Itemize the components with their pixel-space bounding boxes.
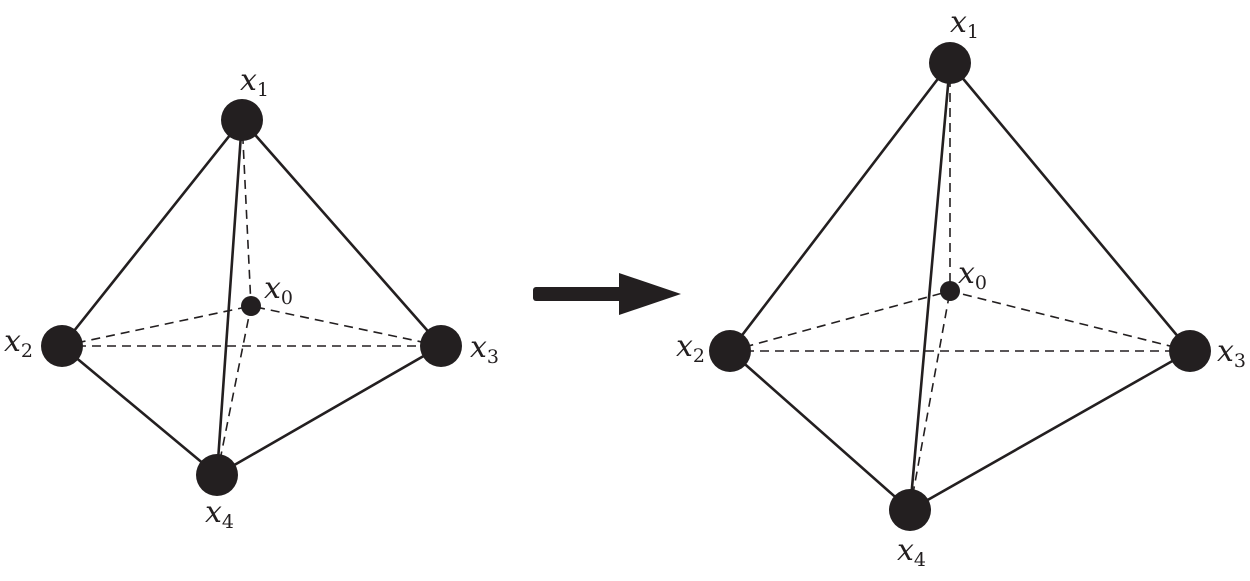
vertex-x4	[196, 454, 238, 496]
label-x1: x1	[950, 5, 979, 43]
label-x2: x2	[4, 324, 33, 362]
edge-x1-x2	[60, 118, 244, 348]
vertex-x0	[940, 281, 960, 301]
edge-x1-x4	[908, 61, 952, 512]
vertex-x1	[221, 99, 263, 141]
edge-x4-x0-dashed	[909, 290, 951, 511]
edge-x1-x3	[948, 61, 1192, 353]
label-x0: x0	[264, 271, 293, 309]
arrow-shaft	[533, 287, 625, 301]
edge-x2-x4	[60, 344, 219, 477]
edge-x1-x4	[215, 118, 244, 477]
label-x4: x4	[897, 533, 926, 571]
vertex-x0	[241, 296, 261, 316]
vertex-x2	[709, 330, 751, 372]
vertex-x2	[41, 325, 83, 367]
edge-x2-x0-dashed	[729, 290, 951, 352]
edge-x1-x2	[728, 61, 952, 353]
label-x3: x3	[470, 330, 499, 368]
label-x2: x2	[676, 329, 705, 367]
edge-x4-x0-dashed	[216, 305, 252, 476]
edge-x1-x3	[240, 118, 443, 348]
vertex-x3	[1169, 330, 1211, 372]
label-x1: x1	[240, 63, 269, 101]
arrow-head	[619, 273, 681, 315]
edge-x3-x4	[908, 349, 1192, 512]
edge-x3-x0-dashed	[250, 305, 442, 347]
label-x4: x4	[205, 495, 234, 533]
edge-x2-x0-dashed	[61, 305, 252, 347]
tetrahedron-before: x1 x2 x3 x4 x0	[4, 63, 499, 533]
vertex-x3	[420, 325, 462, 367]
vertex-x1	[929, 42, 971, 84]
label-x0: x0	[958, 256, 987, 294]
edge-x3-x4	[215, 344, 443, 477]
edge-x3-x0-dashed	[949, 290, 1191, 352]
transformation-arrow	[533, 273, 681, 315]
label-x3: x3	[1217, 334, 1246, 372]
vertex-x4	[889, 489, 931, 531]
edge-x2-x4	[728, 349, 912, 512]
edge-x1-x0-dashed	[241, 119, 252, 307]
tetrahedron-after: x1 x2 x3 x4 x0	[676, 5, 1246, 571]
